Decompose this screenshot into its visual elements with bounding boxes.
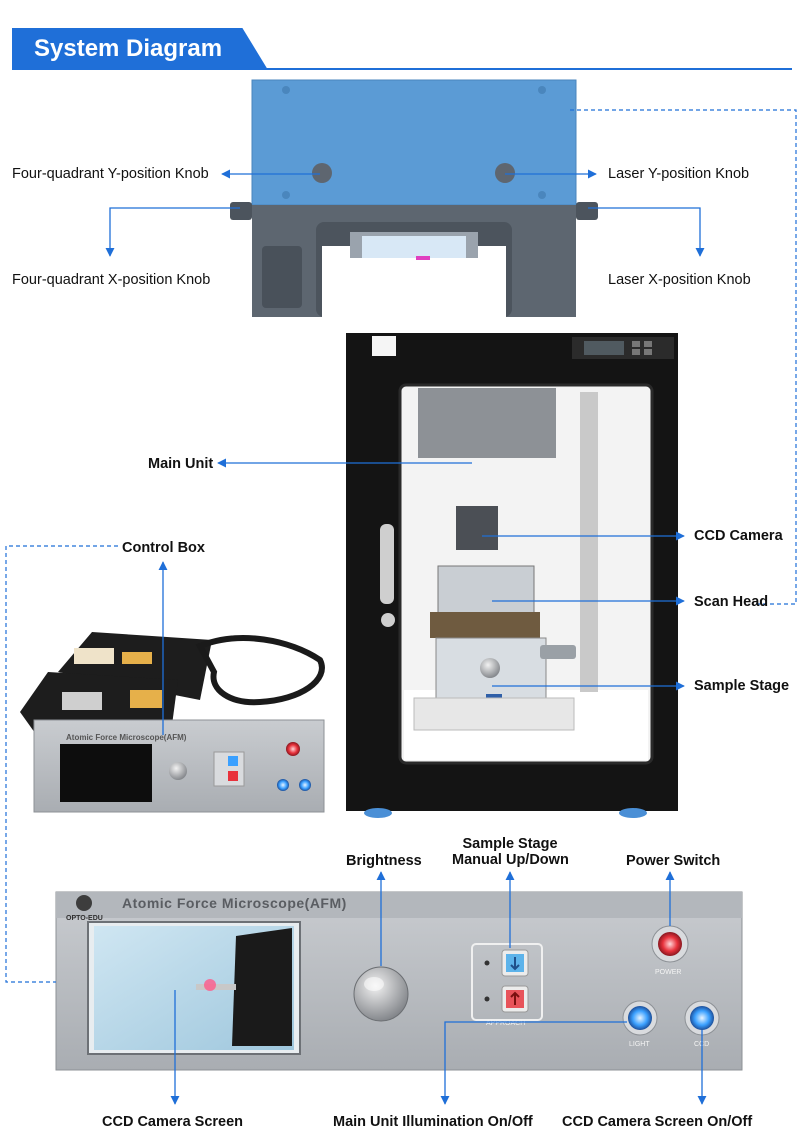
label-power-switch: Power Switch <box>626 853 721 869</box>
control-box-panel-title: Atomic Force Microscope(AFM) <box>66 733 187 742</box>
brand-label: OPTO-EDU <box>66 915 103 922</box>
control-box-illustration: Atomic Force Microscope(AFM) <box>20 632 325 813</box>
control-box-link-dashed <box>5 545 118 983</box>
arrow-illumination <box>440 1021 627 1105</box>
label-main-unit: Main Unit <box>148 456 214 472</box>
banner-underline <box>12 68 792 70</box>
label-control-box: Control Box <box>122 540 205 556</box>
label-illumination: Main Unit Illumination On/Off <box>333 1114 533 1130</box>
label-ccd-screen: CCD Camera Screen <box>102 1114 244 1130</box>
front-panel-closeup: OPTO-EDU Atomic Force Microscope(AFM) AP… <box>55 891 743 1071</box>
label-ccd-camera: CCD Camera <box>694 528 783 544</box>
label-sample-stage: Sample Stage <box>694 678 790 694</box>
label-scan-head: Scan Head <box>694 594 769 610</box>
label-brightness: Brightness <box>346 853 422 869</box>
arrow-fq-x <box>105 207 240 257</box>
label-stage-updown: Sample Stage Manual Up/Down <box>452 836 569 868</box>
label-stage-updown-line1: Sample Stage <box>462 836 558 852</box>
section-title: System Diagram <box>34 35 223 62</box>
main-unit-cabinet <box>346 333 678 818</box>
approach-label: APPROACH <box>486 1020 525 1027</box>
label-fq-y-knob: Four-quadrant Y-position Knob <box>12 166 209 182</box>
power-label: POWER <box>655 969 681 976</box>
callout-arrows <box>105 169 707 1105</box>
panel-title: Atomic Force Microscope(AFM) <box>122 895 347 911</box>
section-banner: System Diagram <box>12 28 268 70</box>
label-ccd-screen-onoff: CCD Camera Screen On/Off <box>562 1114 753 1130</box>
label-stage-updown-line2: Manual Up/Down <box>452 852 569 868</box>
label-laser-x-knob: Laser X-position Knob <box>608 272 751 288</box>
label-laser-y-knob: Laser Y-position Knob <box>608 166 750 182</box>
scan-head-illustration <box>230 79 598 317</box>
light-label: LIGHT <box>629 1041 650 1048</box>
arrow-laser-x <box>588 207 705 257</box>
scan-head-link-dashed <box>570 109 797 605</box>
label-fq-x-knob: Four-quadrant X-position Knob <box>12 272 211 288</box>
